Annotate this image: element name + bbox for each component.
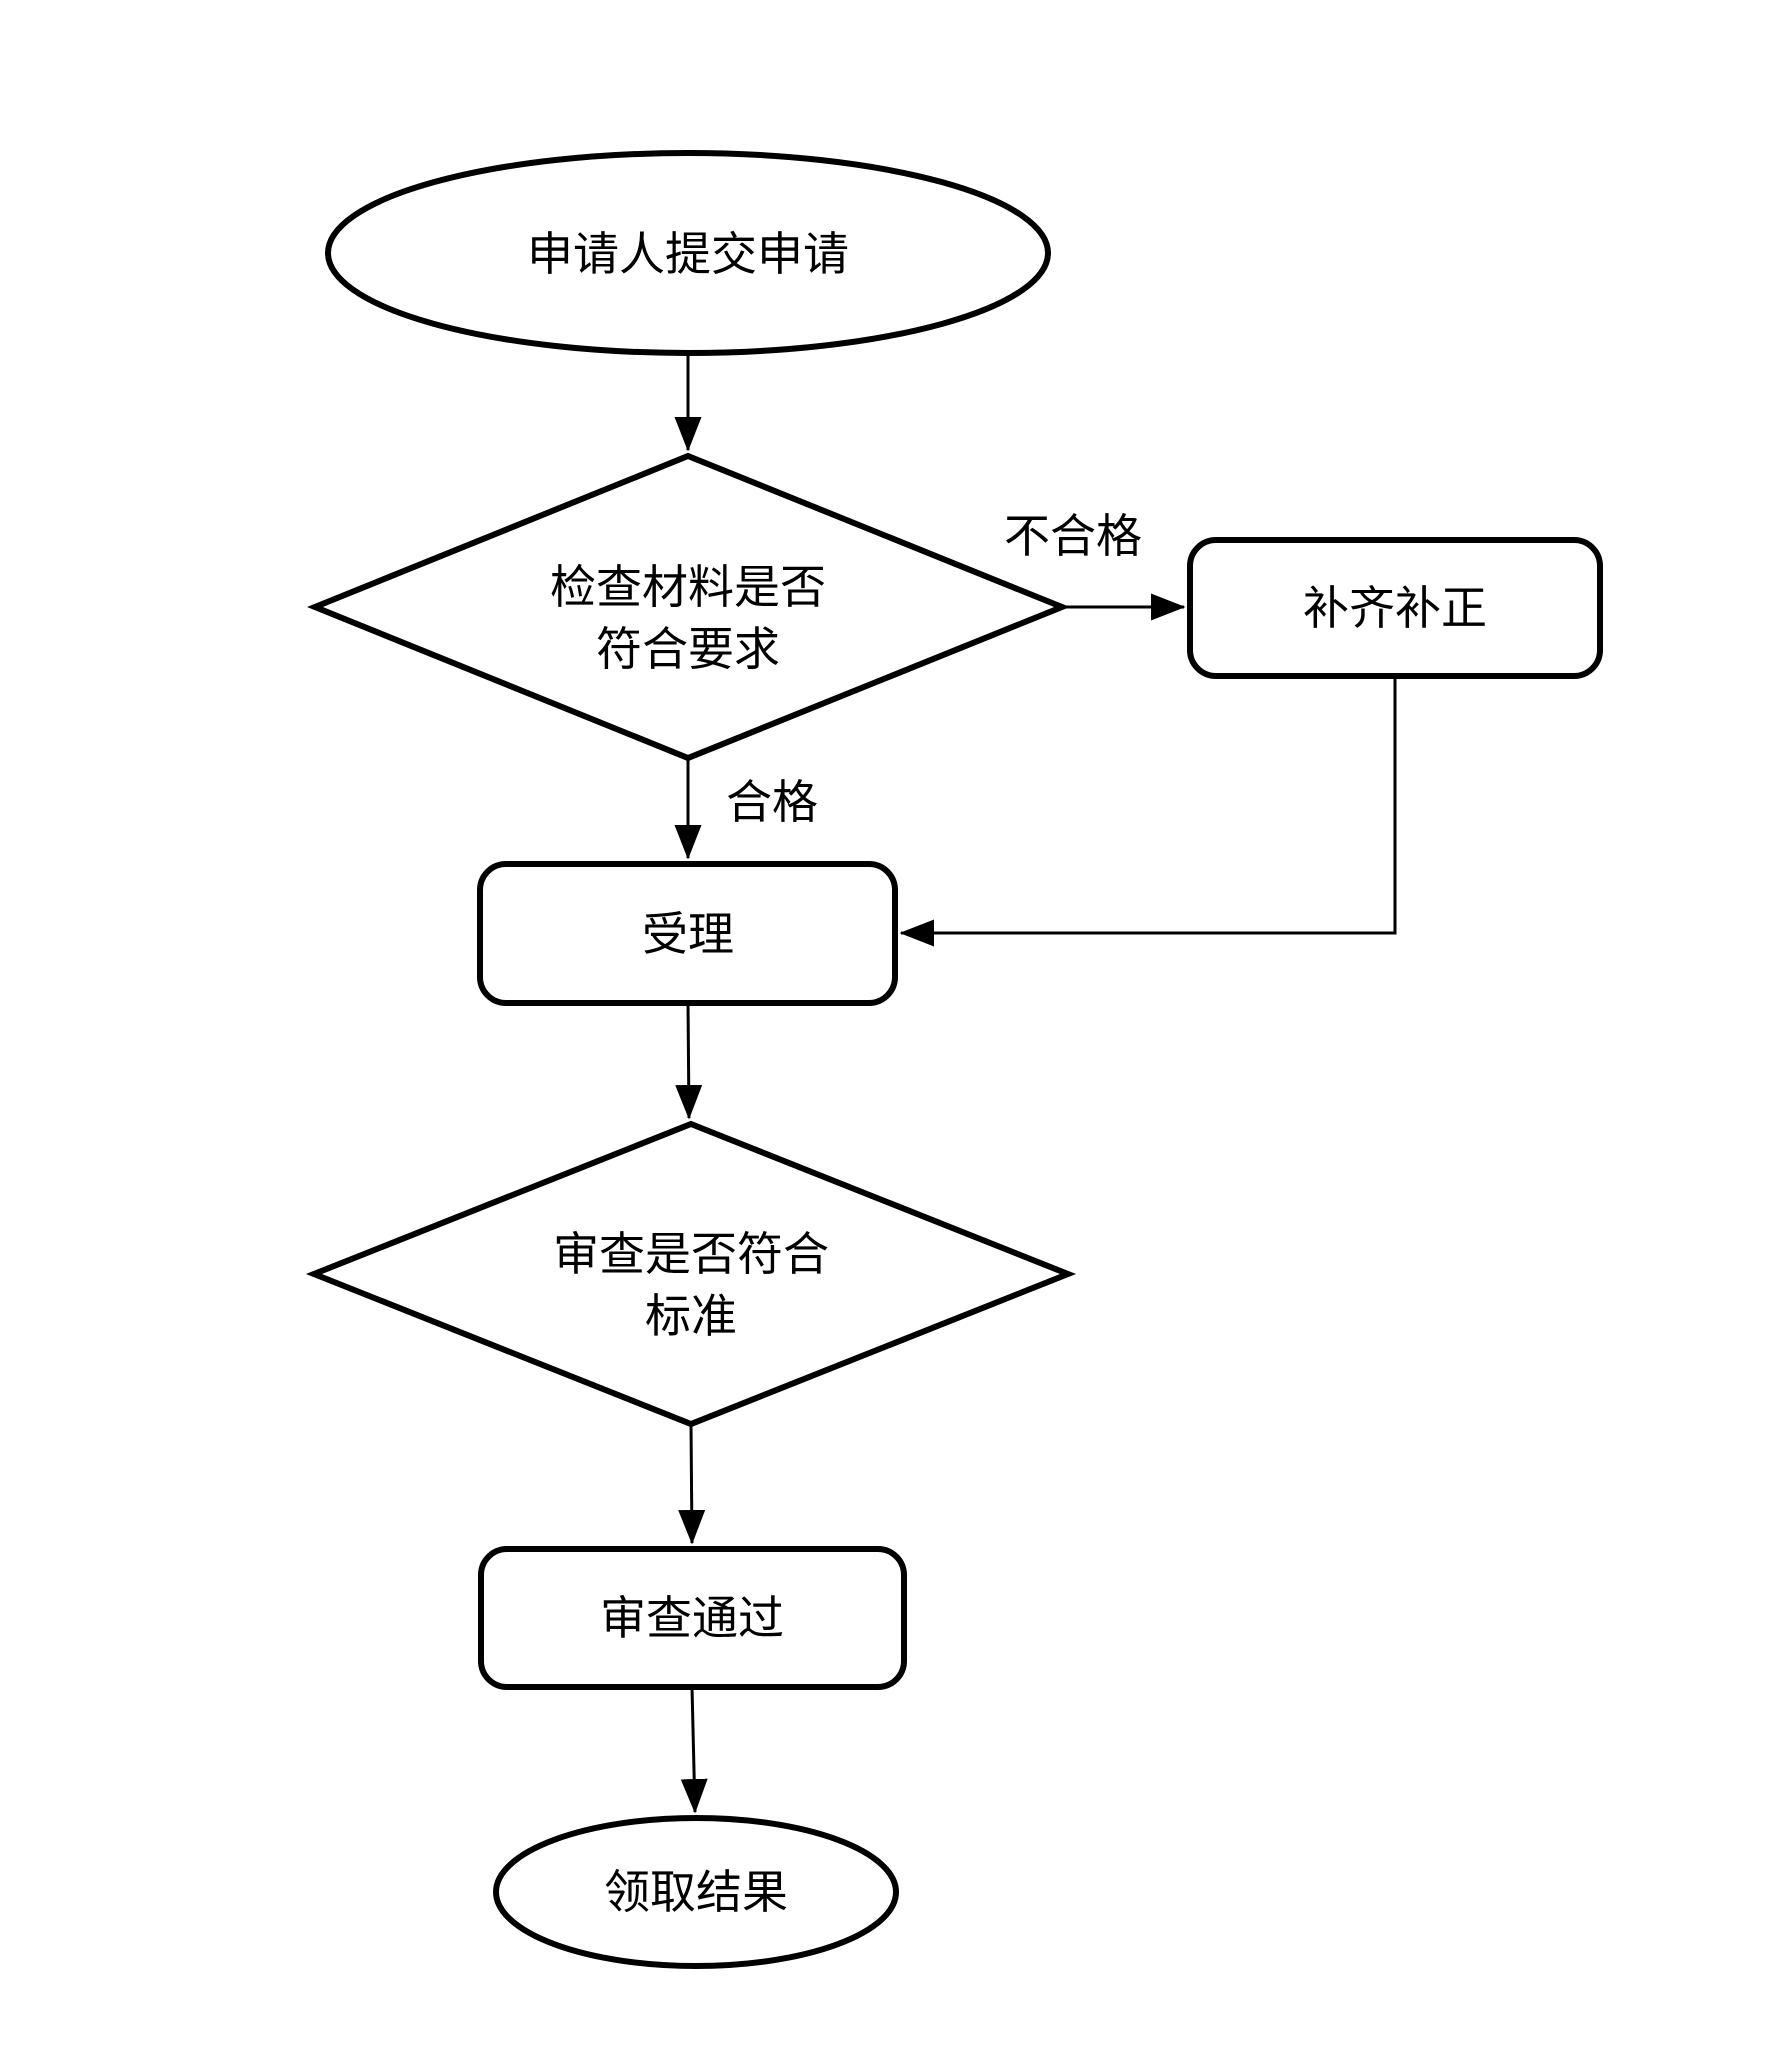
node-review-passed: 审查通过	[478, 1546, 907, 1690]
edge-review-to-passed-arrow	[678, 1423, 706, 1545]
accept-box	[477, 861, 898, 1006]
end-ellipse	[493, 1815, 899, 1969]
node-check-materials: 检查材料是否 符合要求	[307, 452, 1071, 762]
start-label: 申请人提交申请	[527, 229, 849, 280]
edge-passed-to-end-arrow	[680, 1686, 708, 1814]
edge-label-qualified: 合格	[726, 777, 818, 828]
edge-label-unqualified: 不合格	[1004, 511, 1142, 562]
node-supplement-correct: 补齐补正	[1187, 537, 1603, 679]
review-passed-label: 审查通过	[600, 1593, 784, 1644]
start-ellipse	[325, 150, 1051, 356]
node-review-standard: 审查是否符合 标准	[305, 1120, 1077, 1428]
check-materials-label-line2: 符合要求	[596, 624, 780, 675]
end-label: 领取结果	[604, 1867, 788, 1918]
edge-accept-to-review-arrow	[675, 1002, 703, 1120]
review-standard-label-line1: 审查是否符合	[553, 1229, 829, 1280]
node-accept: 受理	[477, 861, 898, 1006]
review-standard-label-line2: 标准	[645, 1291, 737, 1342]
check-materials-label-line1: 检查材料是否	[550, 562, 826, 613]
node-end: 领取结果	[493, 1815, 899, 1969]
supplement-correct-label: 补齐补正	[1303, 583, 1487, 634]
node-start: 申请人提交申请	[325, 150, 1051, 356]
edge-supplement-to-accept-arrow	[899, 676, 1397, 947]
accept-label: 受理	[642, 909, 734, 960]
